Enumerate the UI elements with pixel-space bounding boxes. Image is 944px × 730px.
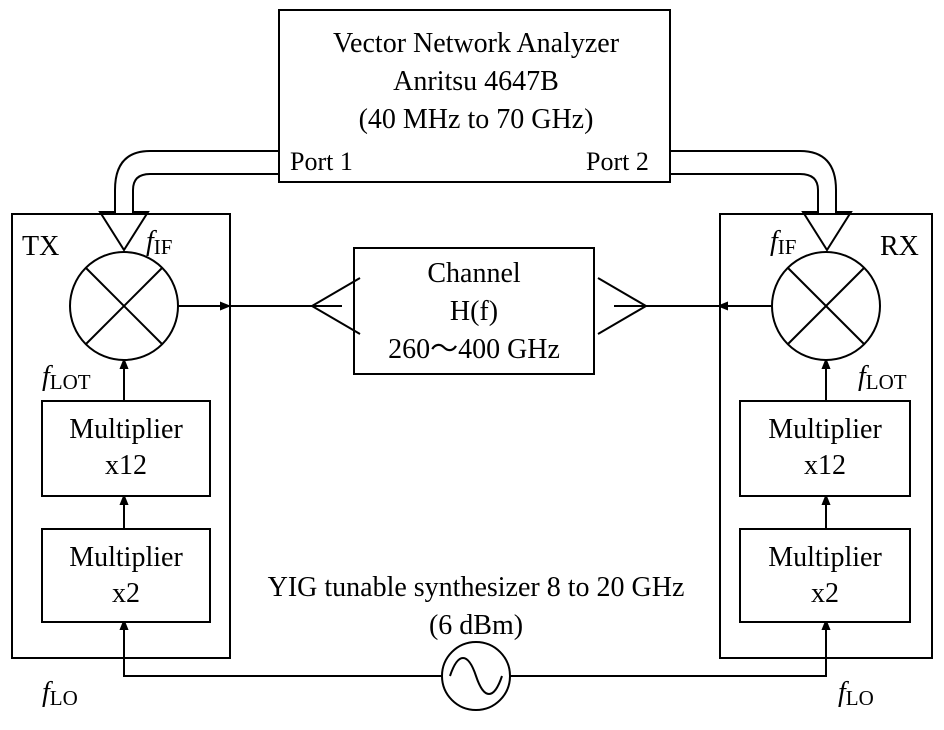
rx-multiplier-x2-line2: x2 [811,578,839,609]
port1-cable-arrow [98,150,279,252]
rx-lo-feed-line [510,622,826,677]
channel-line1: Channel [427,258,521,289]
synth-label-line2: (6 dBm) [429,610,523,641]
vna-model: Anritsu 4647B [393,66,559,97]
rx-flot-label: fLOT [858,361,907,394]
vna-block: Vector Network Analyzer Anritsu 4647B (4… [278,9,671,183]
rx-multiplier-x12-box [739,400,911,497]
tx-flot-label: fLOT [42,361,91,394]
tx-multiplier-x12-line2: x12 [105,450,147,481]
vna-title: Vector Network Analyzer [333,28,620,59]
tx-multiplier-x12-box [41,400,211,497]
rx-multiplier-x2-line1: Multiplier [768,542,882,573]
tx-label: TX [22,231,59,262]
synthesizer-source-icon [441,641,511,711]
tx-multiplier-x12-line1: Multiplier [69,414,183,445]
rx-fif-label: fIF [770,226,796,259]
tx-lo-feed-line [124,622,442,677]
channel-block: Channel H(f) 260〜400 GHz [353,247,595,375]
channel-line3: 260〜400 GHz [388,334,560,365]
tx-multiplier-x2-line1: Multiplier [69,542,183,573]
vna-port2-label: Port 2 [586,147,649,176]
synth-label-line1: YIG tunable synthesizer 8 to 20 GHz [268,572,685,603]
tx-frame [11,213,231,659]
tx-flo-label: fLO [42,677,78,710]
channel-line2: H(f) [450,296,498,327]
tx-module: TX fIF fLOT Multiplier x12 Multiplier x2 [11,213,231,659]
rx-module: RX fIF fLOT Multiplier x12 Multiplier x2 [719,213,933,659]
rx-mixer-circle [771,251,881,361]
channel-box [353,247,595,375]
tx-multiplier-x2-line2: x2 [112,578,140,609]
tx-mixer-icon [69,251,179,361]
rx-label: RX [880,231,919,262]
vna-port1-label: Port 1 [290,147,353,176]
rx-flo-label: fLO [838,677,874,710]
rx-multiplier-x12-line1: Multiplier [768,414,882,445]
vna-box [278,9,671,183]
tx-fif-label: fIF [146,226,172,259]
rx-multiplier-x12-line2: x12 [804,450,846,481]
sine-wave-icon [449,657,503,695]
rx-mixer-icon [771,251,881,361]
vna-range: (40 MHz to 70 GHz) [359,104,594,135]
port2-cable-arrow [670,150,853,252]
tx-horn-antenna-icon [310,277,361,335]
